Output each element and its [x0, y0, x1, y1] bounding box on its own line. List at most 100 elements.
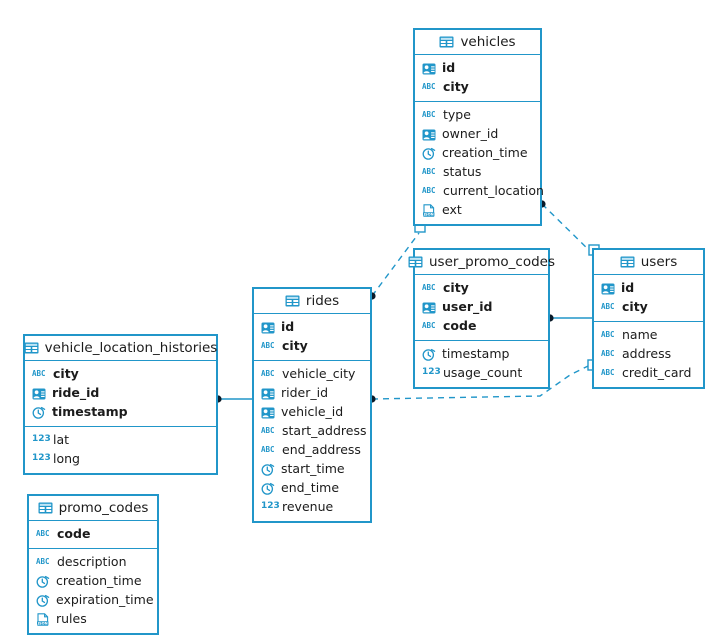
field-name: code: [443, 318, 477, 334]
svg-text:JSON: JSON: [37, 622, 48, 626]
table-header-users[interactable]: users: [594, 250, 703, 275]
relationship-vlh-to-rides[interactable]: [214, 395, 252, 403]
123-icon: 123: [32, 434, 51, 444]
clock-icon: [422, 348, 436, 361]
field-row[interactable]: start_time: [254, 460, 370, 479]
table-header-user_promo_codes[interactable]: user_promo_codes: [408, 250, 555, 275]
field-name: creation_time: [56, 573, 142, 589]
table-grid-icon: [408, 256, 423, 268]
abc-icon: ABC: [32, 368, 46, 378]
table-name: user_promo_codes: [428, 254, 556, 270]
id-card-icon: [601, 283, 615, 295]
field-name: current_location: [443, 183, 544, 199]
field-row[interactable]: timestamp: [415, 345, 548, 364]
field-row[interactable]: id: [254, 318, 370, 337]
relationship-vehicles-to-users[interactable]: [538, 200, 600, 256]
abc-icon: ABC: [261, 368, 275, 378]
field-row[interactable]: creation_time: [29, 572, 157, 591]
table-header-vehicles[interactable]: vehicles: [415, 30, 540, 55]
id-card-icon: [422, 63, 436, 75]
id-card-icon: [261, 407, 275, 419]
field-name: timestamp: [52, 404, 128, 420]
table-name: promo_codes: [58, 500, 149, 516]
clock-icon: [32, 406, 46, 419]
field-row[interactable]: rider_id: [254, 384, 370, 403]
field-name: ride_id: [52, 385, 100, 401]
field-name: start_address: [282, 423, 367, 439]
abc-icon: ABC: [601, 301, 615, 311]
abc-icon: ABC: [422, 282, 436, 292]
clock-icon: [36, 594, 50, 607]
relationship-line: [541, 203, 594, 255]
field-name: vehicle_id: [281, 404, 344, 420]
abc-icon: ABC: [422, 166, 436, 176]
json-file-icon: JSON: [36, 613, 50, 626]
abc-icon: ABC: [601, 367, 615, 377]
abc-icon: ABC: [36, 528, 50, 538]
field-row[interactable]: creation_time: [415, 144, 540, 163]
field-row[interactable]: expiration_time: [29, 591, 157, 610]
table-header-vehicle_location_histories[interactable]: vehicle_location_histories: [24, 336, 217, 361]
123-icon: 123: [261, 501, 280, 511]
field-name: revenue: [282, 499, 334, 515]
table-header-rides[interactable]: rides: [254, 289, 370, 314]
field-row[interactable]: timestamp: [25, 403, 216, 422]
abc-icon: ABC: [422, 81, 436, 91]
field-row[interactable]: ABC city: [415, 78, 540, 97]
id-card-icon: [261, 388, 275, 400]
field-name: user_id: [442, 299, 493, 315]
field-name: id: [442, 60, 456, 76]
table-header-promo_codes[interactable]: promo_codes: [29, 496, 157, 521]
field-row[interactable]: id: [415, 59, 540, 78]
abc-icon: ABC: [601, 348, 615, 358]
relationship-upc-to-users[interactable]: [546, 314, 592, 322]
abc-icon: ABC: [261, 444, 275, 454]
field-row[interactable]: vehicle_id: [254, 403, 370, 422]
field-row[interactable]: owner_id: [415, 125, 540, 144]
field-name: type: [443, 107, 471, 123]
field-name: creation_time: [442, 145, 528, 161]
id-card-icon: [422, 302, 436, 314]
clock-icon: [261, 463, 275, 476]
clock-icon: [261, 482, 275, 495]
abc-icon: ABC: [422, 109, 436, 119]
field-row[interactable]: ABC type: [415, 106, 540, 125]
field-row[interactable]: id: [594, 279, 703, 298]
field-name: description: [57, 554, 127, 570]
field-row[interactable]: user_id: [415, 298, 548, 317]
field-row[interactable]: ride_id: [25, 384, 216, 403]
table-grid-icon: [285, 295, 300, 307]
field-row[interactable]: end_time: [254, 479, 370, 498]
field-name: city: [443, 79, 469, 95]
